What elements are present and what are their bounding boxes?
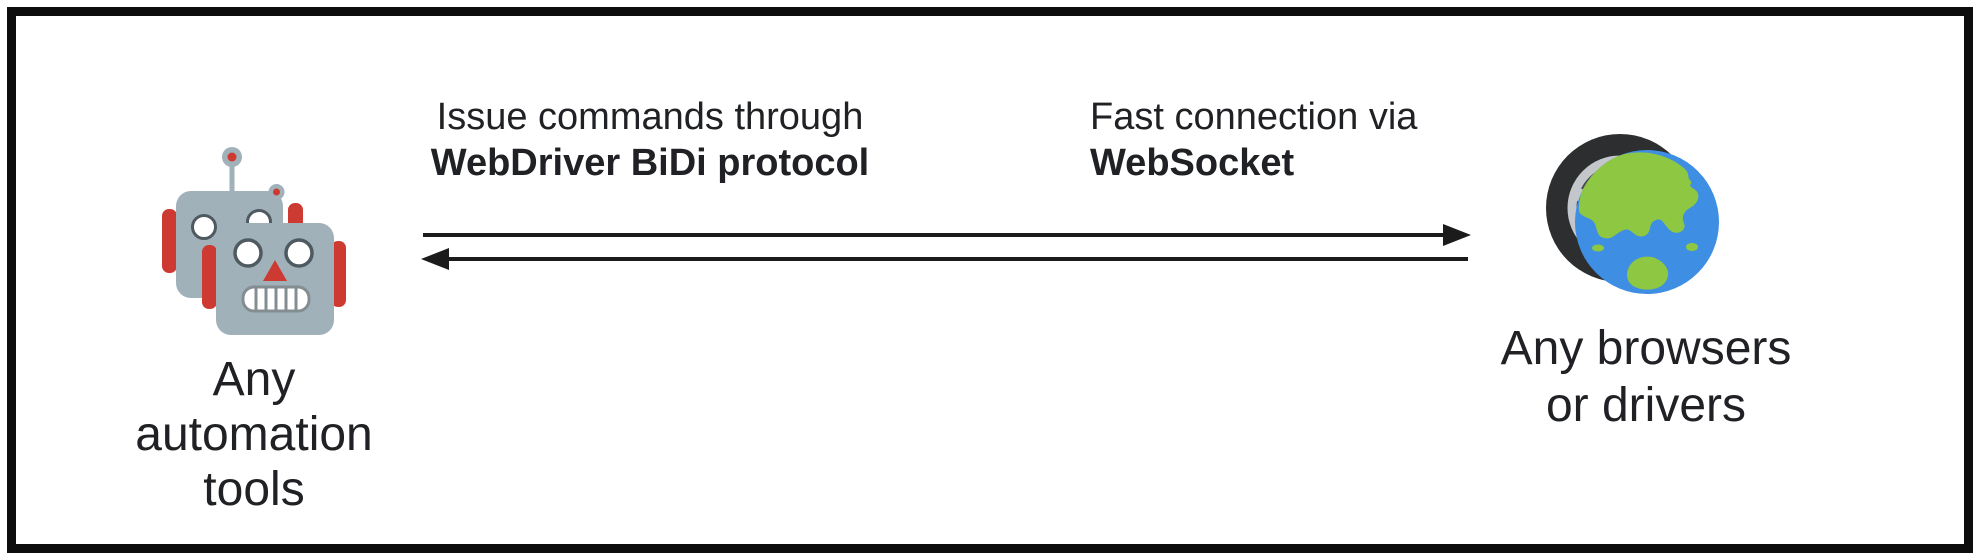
response-label-regular: Fast connection via [1090,96,1418,138]
automation-tools-label: Any automation tools [98,352,410,517]
globe [1575,150,1719,294]
browsers-drivers-label: Any browsers or drivers [1446,320,1846,434]
front-robot [202,184,346,335]
automation-label-line-2: automation [135,408,373,461]
robots-icon [160,145,360,335]
left-arrow [421,248,1468,270]
request-label-bold: WebDriver BiDi protocol [430,142,870,184]
browsers-label-line-1: Any browsers [1500,322,1792,375]
request-label-regular: Issue commands through [436,96,864,138]
right-arrow [423,224,1471,246]
response-label-bold: WebSocket [1090,142,1295,184]
browsers-label-line-2: or drivers [1545,379,1747,432]
response-connection-label: Fast connection via WebSocket [1090,94,1417,186]
bidirectional-arrows [400,213,1490,283]
automation-label-line-3: tools [203,463,305,516]
automation-label-line-1: Any [212,353,296,406]
request-connection-label: Issue commands through WebDriver BiDi pr… [400,94,900,186]
wheel-globe-icon [1535,126,1735,306]
